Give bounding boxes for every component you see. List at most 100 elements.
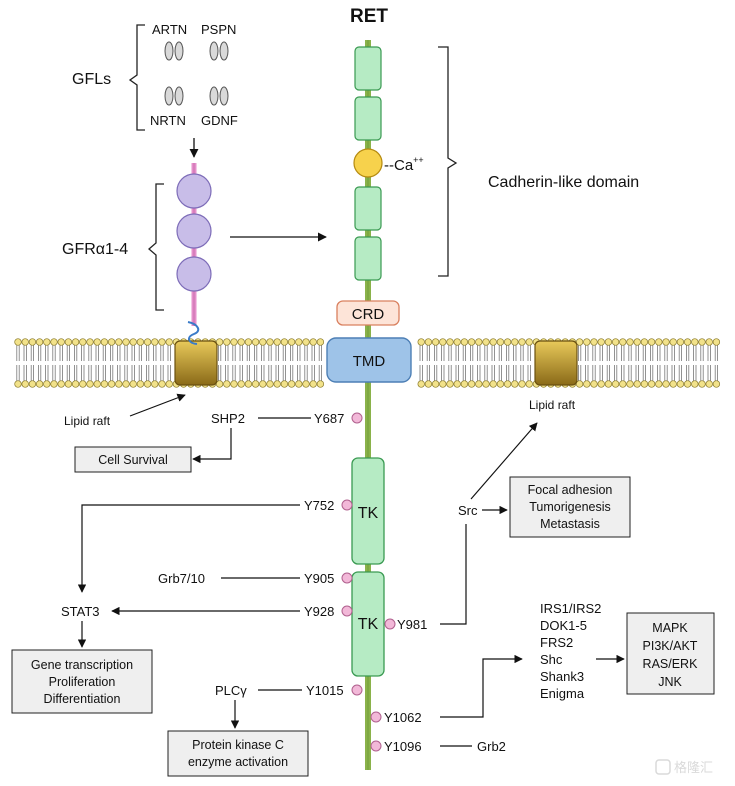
site-y1062-dot [370, 711, 382, 723]
lipid-head [676, 338, 685, 346]
lipid-head [237, 380, 245, 388]
lipid-head [669, 338, 677, 346]
adaptor-item: Shc [540, 652, 563, 667]
lipid-head [244, 338, 253, 346]
cadherin-label: Cadherin-like domain [488, 174, 639, 191]
lipid-head [136, 338, 145, 346]
lipid-raft-right-label: Lipid raft [529, 398, 576, 412]
gfls-bracket [128, 24, 145, 131]
site-y1096-dot [370, 740, 382, 752]
adaptor-item: Enigma [540, 686, 585, 701]
site-y928-dot [341, 605, 353, 617]
lipid-head [583, 338, 591, 346]
mapk-box-line: JNK [658, 675, 682, 689]
lipid-head [683, 380, 692, 388]
lipid-head [460, 338, 469, 346]
lipid-head [259, 338, 267, 346]
site-y752: Y752 [304, 498, 334, 513]
lipid-head [316, 338, 325, 346]
adaptor-item: DOK1-5 [540, 618, 587, 633]
gfr-domain [176, 173, 212, 209]
lipid-head [647, 338, 656, 346]
lipid-head [633, 338, 641, 346]
lipid-head [503, 380, 512, 388]
lipid-head [475, 380, 483, 388]
lipid-head [467, 338, 476, 346]
lipid-head [575, 338, 584, 346]
watermark: 格隆汇 [655, 759, 713, 776]
lipid-head [107, 380, 116, 388]
lipid-head [136, 380, 145, 388]
lipid-head [280, 380, 289, 388]
focal-box-line: Metastasis [540, 517, 600, 531]
lipid-head [482, 338, 490, 346]
lipid-head [237, 338, 245, 346]
lipid-head [129, 338, 137, 346]
lipid-head [43, 380, 51, 388]
lipid-head [590, 338, 598, 346]
lipid-head [64, 338, 73, 346]
lipid-head [446, 380, 454, 388]
lipid-head [698, 380, 706, 388]
gpi-anchor [187, 321, 200, 345]
adaptor-item: Shank3 [540, 669, 584, 684]
lipid-head [100, 338, 109, 346]
lipid-head [165, 380, 173, 388]
gfr-domain [176, 256, 212, 292]
adaptor-item: IRS1/IRS2 [540, 601, 601, 616]
lipid-head [698, 338, 706, 346]
lipid-head [424, 380, 433, 388]
site-y687-dot [351, 412, 363, 424]
lipid-head [57, 380, 65, 388]
lipid-head [266, 380, 274, 388]
lipid-head [417, 338, 425, 346]
lipid-head [640, 338, 649, 346]
tk-label-2: TK [358, 616, 379, 633]
gene-box-line: Differentiation [44, 692, 121, 706]
lipid-head [590, 380, 598, 388]
site-y981: Y981 [397, 617, 427, 632]
lipid-head [619, 338, 627, 346]
lipid-head [712, 338, 721, 346]
cadherin-domain [354, 186, 382, 231]
lipid-head [230, 380, 238, 388]
lipid-head [273, 380, 281, 388]
lipid-head [302, 338, 310, 346]
focal-box-line: Tumorigenesis [529, 500, 611, 514]
site-y905: Y905 [304, 571, 334, 586]
effector-plcg: PLCγ [215, 683, 247, 698]
gfr-bracket [148, 183, 164, 311]
lipid-head [251, 338, 260, 346]
lipid-head [64, 380, 73, 388]
ligand-dimers [164, 41, 229, 106]
cadherin-domain [354, 236, 382, 281]
lipid-head [417, 380, 425, 388]
lipid-head [489, 338, 497, 346]
ligand-gdnf: GDNF [201, 113, 238, 128]
crd-label: CRD [352, 306, 385, 323]
focal-adhesion-box [509, 476, 631, 538]
focal-box-line: Focal adhesion [528, 483, 613, 497]
lipid-head [626, 338, 634, 346]
lipid-head [14, 380, 22, 388]
lipid-head [676, 380, 685, 388]
lipid-head [280, 338, 289, 346]
pkc-box [167, 730, 309, 777]
lipid-head [460, 380, 469, 388]
lipid-head [604, 338, 613, 346]
lipid-head [107, 338, 116, 346]
site-y1062: Y1062 [384, 710, 422, 725]
lipid-head [597, 338, 605, 346]
lipid-head [143, 380, 152, 388]
lipid-head [14, 338, 22, 346]
lipid-head [35, 338, 44, 346]
tmd-label: TMD [353, 353, 386, 370]
lipid-head [21, 338, 29, 346]
lipid-head [115, 338, 123, 346]
effector-stat3: STAT3 [61, 604, 100, 619]
lipid-head [309, 338, 317, 346]
gene-transcription-box [11, 649, 153, 714]
site-y752-dot [341, 499, 353, 511]
lipid-head [511, 338, 519, 346]
